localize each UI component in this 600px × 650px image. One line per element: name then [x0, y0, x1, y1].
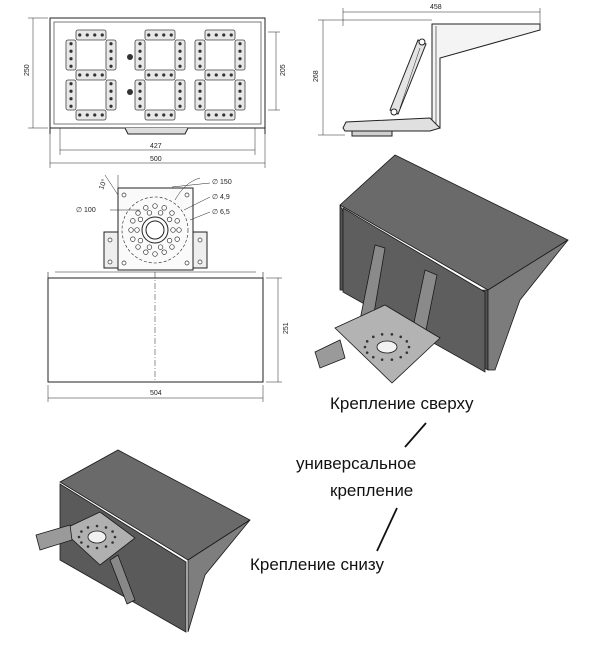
mount-hole-pattern: [107, 192, 203, 266]
mount-center-hole: [145, 220, 165, 240]
side-housing: [431, 23, 541, 129]
mount-view: [47, 174, 282, 402]
dim-mount-d150: ∅ 150: [212, 179, 232, 186]
bottom-mount-plate-hole: [87, 530, 107, 544]
digit-2: [134, 29, 186, 121]
mount-housing-rear: [47, 277, 264, 383]
render-bottom-mount: [35, 449, 251, 633]
label-universal-line2: крепление: [330, 481, 414, 500]
dim-digit-span: 427: [150, 143, 162, 150]
top-mount-plate-hole: [376, 340, 398, 354]
dim-front-height: 250: [24, 64, 31, 76]
label-universal-line1: универсальное: [296, 454, 417, 473]
side-view: [318, 8, 541, 137]
dim-mount-d100: ∅ 100: [76, 207, 96, 214]
dim-front-inner-height: 205: [280, 64, 287, 76]
side-arm: [389, 39, 427, 115]
render-top-mount: [314, 154, 569, 384]
seven-segment-digits: [65, 29, 246, 121]
mount-outer-circle: [121, 196, 189, 264]
dim-mount-width: 504: [150, 390, 162, 397]
digit-3: [194, 29, 246, 121]
front-bracket: [124, 127, 189, 135]
digit-1: [65, 29, 117, 121]
label-bottom-mount: Крепление снизу: [250, 555, 384, 574]
dim-mount-height: 251: [283, 322, 290, 334]
colon-dot-upper: [127, 54, 133, 60]
label-top-mount: Крепление сверху: [330, 394, 474, 413]
bottom-mount-arm: [109, 554, 136, 605]
dim-side-depth: 458: [430, 4, 442, 11]
front-view: [28, 17, 280, 168]
dim-side-height: 268: [313, 70, 320, 82]
colon-dot-lower: [127, 89, 133, 95]
dim-mount-d65: ∅ 6,5: [212, 209, 230, 216]
side-base-plate: [342, 117, 441, 132]
leader-line-upper: [404, 422, 427, 448]
dim-mount-angle: 10°: [97, 178, 108, 191]
leader-line-lower: [376, 507, 398, 552]
dim-overall-width: 500: [150, 156, 162, 163]
dim-mount-d49: ∅ 4,9: [212, 194, 230, 201]
